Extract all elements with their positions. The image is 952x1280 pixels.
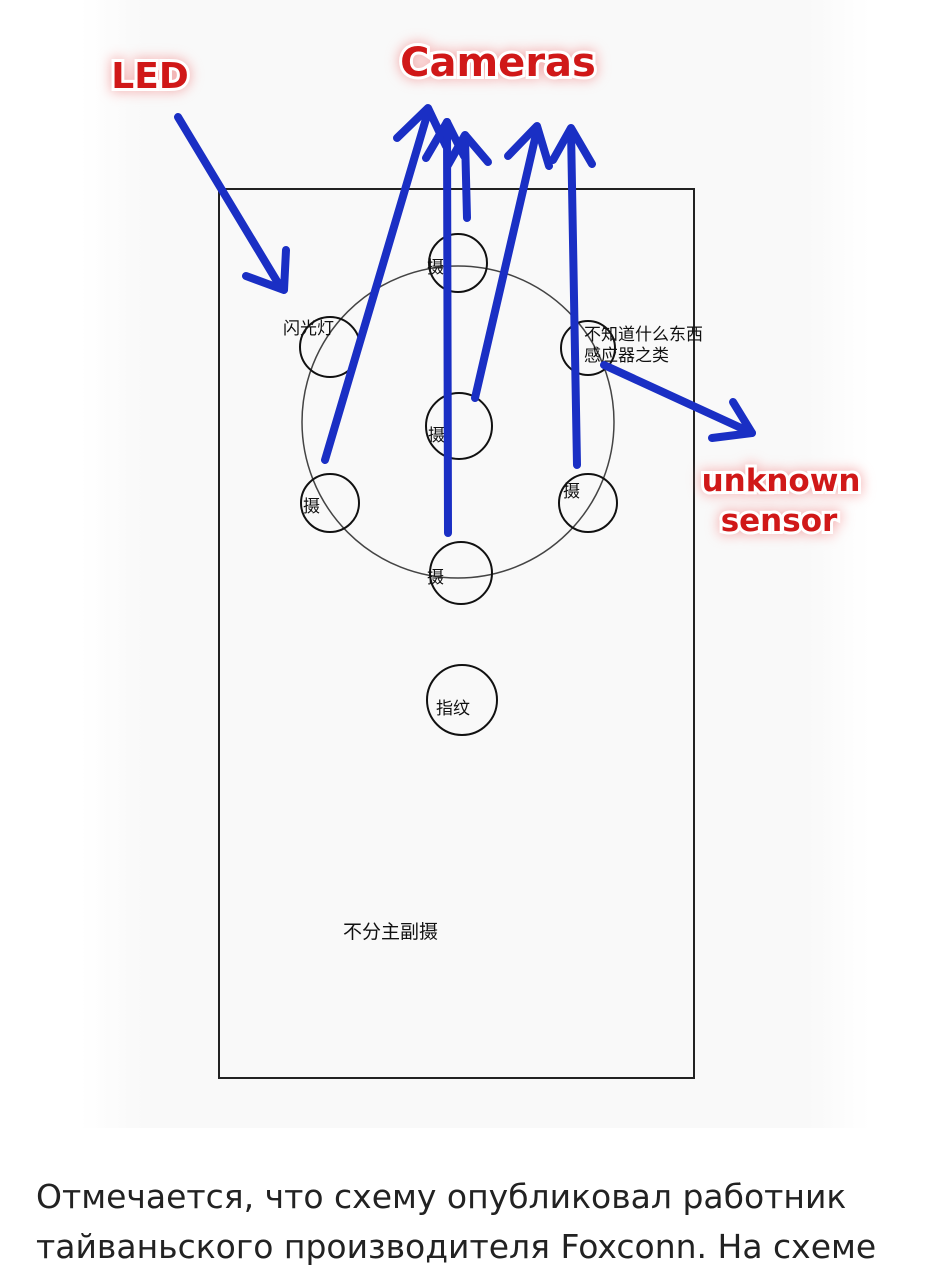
camera-right-circle <box>558 473 618 533</box>
svg-text:LED: LED <box>111 56 188 97</box>
camera-top-circle <box>428 233 488 293</box>
svg-text:sensor: sensor <box>721 503 838 539</box>
unknown-sensor-label: unknown unknown sensor sensor <box>697 458 866 544</box>
fingerprint-circle <box>426 664 498 736</box>
svg-text:sensor: sensor <box>721 503 838 539</box>
camera-top-char: 摄 <box>427 258 444 278</box>
camera-bottom-char: 摄 <box>427 568 444 588</box>
sensor-circle <box>560 320 616 376</box>
fingerprint-text: 指纹 <box>436 699 470 719</box>
camera-top-arrow <box>444 131 492 222</box>
svg-text:unknown: unknown <box>702 463 861 499</box>
camera-left-char: 摄 <box>303 497 320 517</box>
camera-center-char: 摄 <box>428 426 445 446</box>
phone-outline <box>218 188 695 1079</box>
caption-line-2: тайваньского производителя Foxconn. На с… <box>36 1227 877 1266</box>
unknown-text-line1: 不知道什么东西 <box>584 325 703 345</box>
camera-left-circle <box>300 473 360 533</box>
unknown-text-line2: 感应器之类 <box>584 346 669 366</box>
caption-line-1: Отмечается, что схему опубликовал работн… <box>36 1177 847 1216</box>
camera-right-arrow <box>549 124 596 469</box>
image-background <box>80 0 870 1128</box>
camera-center-arrow <box>471 122 553 402</box>
no-main-sub-text: 不分主副摄 <box>343 921 438 943</box>
camera-bottom-circle <box>429 541 493 605</box>
cameras-label: Cameras Cameras <box>395 35 601 91</box>
svg-text:Cameras: Cameras <box>400 40 596 86</box>
svg-text:LED: LED <box>111 56 188 97</box>
phone-back-diagram: 闪光灯 不知道什么东西 感应器之类 摄 摄 摄 摄 摄 指纹 不分主副摄 <box>80 0 870 1128</box>
camera-module-ring <box>301 265 615 579</box>
led-label: LED LED <box>106 51 193 102</box>
svg-text:unknown: unknown <box>702 463 861 499</box>
camera-right-char: 摄 <box>563 482 580 502</box>
camera-center-circle <box>425 392 493 460</box>
svg-text:Cameras: Cameras <box>400 40 596 86</box>
led-arrow <box>174 113 290 294</box>
article-caption: Отмечается, что схему опубликовал работн… <box>36 1172 936 1272</box>
flash-text: 闪光灯 <box>283 319 334 339</box>
sensor-arrow <box>600 361 756 442</box>
